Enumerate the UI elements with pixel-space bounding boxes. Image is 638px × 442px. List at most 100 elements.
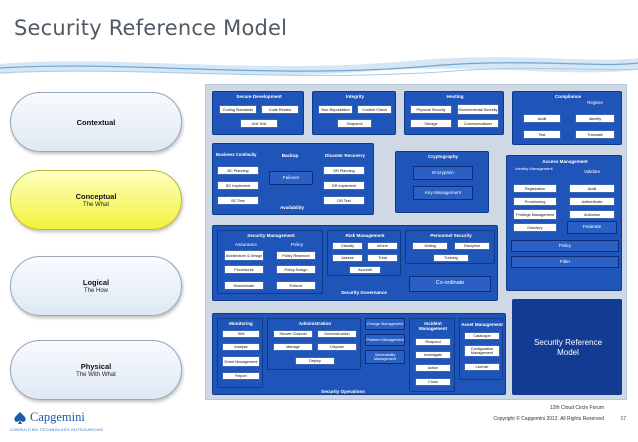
block-title: Security Operations bbox=[321, 389, 365, 394]
layer-subtitle: The How bbox=[83, 288, 108, 294]
layer-subtitle: The With What bbox=[76, 372, 116, 378]
block-title: Access Management bbox=[542, 159, 588, 164]
diagram-item: SIM bbox=[222, 330, 260, 338]
diagram-item: Discipline bbox=[454, 242, 490, 250]
diagram-item: Filter bbox=[511, 256, 619, 268]
diagram-item: DR Test bbox=[323, 196, 365, 205]
block-title: Administration bbox=[298, 321, 332, 326]
logo-wordmark: Capgemini bbox=[30, 410, 85, 424]
logo-tagline: CONSULTING.TECHNOLOGY.OUTSOURCING bbox=[10, 428, 104, 432]
diagram-item: Architecture & Design bbox=[224, 250, 264, 261]
diagram-item: Policy Design bbox=[276, 265, 316, 274]
diagram-item: Deconstruction bbox=[317, 330, 357, 338]
problem-management-box: Problem Management bbox=[365, 334, 405, 346]
diagram-item: Dispose bbox=[317, 343, 357, 351]
diagram-item: Registration bbox=[513, 184, 557, 193]
capgemini-logo: Capgemini CONSULTING.TECHNOLOGY.OUTSOURC… bbox=[10, 409, 110, 439]
layer-conceptual: Conceptual The What bbox=[10, 170, 182, 230]
block-title: Personnel Security bbox=[430, 233, 472, 238]
vulnerability-management-box: Vulnerability Management bbox=[365, 350, 405, 364]
diagram-item: BC Test bbox=[217, 196, 259, 205]
page-title: Security Reference Model bbox=[14, 16, 288, 40]
block-title: Backup bbox=[281, 153, 299, 158]
diagram-item: Encryption bbox=[413, 166, 473, 180]
diagram-item: Code Review bbox=[261, 105, 299, 114]
diagram-item: Configuration Management bbox=[464, 345, 500, 357]
security-operations-block: Monitoring SIM Analyse Event Management … bbox=[212, 313, 506, 395]
personnel-security-block: Personnel Security Vetting Discipline Tr… bbox=[405, 230, 495, 264]
coordinate-box: Co-ordinate bbox=[409, 276, 491, 292]
header-wave-graphic bbox=[0, 57, 638, 76]
diagram-item: Directory bbox=[513, 223, 557, 232]
diagram-item: Enforce bbox=[276, 281, 316, 290]
diagram-item: Unit Test bbox=[240, 119, 278, 128]
layer-title: Conceptual bbox=[75, 192, 117, 201]
diagram-item: Investigate bbox=[415, 351, 451, 359]
diagram-item: BC Planning bbox=[217, 166, 259, 175]
block-title: Hosting bbox=[446, 94, 464, 99]
diagram-item: Disseminate bbox=[224, 281, 264, 290]
layer-logical: Logical The How bbox=[10, 256, 182, 316]
diagram-item: Deploy bbox=[295, 357, 335, 365]
block-title: Cryptography bbox=[427, 154, 459, 159]
block-title: Incident Management bbox=[418, 321, 448, 332]
diagram-item: Communications bbox=[457, 119, 499, 128]
diagram-item: Policy Research bbox=[276, 251, 316, 260]
diagram-item: Action bbox=[415, 364, 451, 372]
diagram-item: Audit bbox=[523, 114, 561, 123]
footer-event: 12th Cloud Circle Forum bbox=[549, 405, 604, 411]
layer-title: Contextual bbox=[76, 117, 116, 127]
diagram-item: Physical Security bbox=[410, 105, 452, 114]
layer-contextual: Contextual bbox=[10, 92, 182, 152]
diagram-item: Key Management bbox=[413, 186, 473, 200]
footer-copyright: Copyright © Capgemini 2012. All Rights R… bbox=[493, 416, 604, 422]
page-number: 17 bbox=[620, 416, 626, 422]
diagram-item: Manage bbox=[273, 343, 313, 351]
incident-management-block: Incident Management Respond Investigate … bbox=[409, 318, 455, 392]
diagram-item: DR Planning bbox=[323, 166, 365, 175]
diagram-item: BC Implement bbox=[217, 181, 259, 190]
diagram-item: Failover bbox=[269, 171, 313, 185]
diagram-item: Respond bbox=[415, 338, 451, 346]
spade-logo-icon bbox=[14, 412, 26, 424]
diagram-item: License bbox=[464, 363, 500, 371]
block-subtitle: Assurance bbox=[235, 242, 257, 247]
diagram-item: Catalogue bbox=[464, 332, 500, 340]
diagram-item: Assess bbox=[332, 254, 363, 262]
diagram-item: Accredit bbox=[349, 266, 381, 274]
block-title: Business Continuity bbox=[216, 152, 257, 157]
diagram-item: Classify bbox=[332, 242, 363, 250]
diagram-item: Training bbox=[433, 254, 469, 262]
diagram-item: Audit bbox=[569, 184, 615, 193]
diagram-item: Policy bbox=[511, 240, 619, 252]
diagram-item: Test bbox=[523, 130, 561, 139]
diagram-item: Privilege Management bbox=[513, 209, 557, 220]
layer-title: Physical bbox=[80, 362, 112, 371]
block-subtitle: Policy bbox=[290, 242, 304, 247]
diagram-item: Secure Channel bbox=[273, 330, 313, 338]
diagram-item: Close bbox=[415, 378, 451, 386]
security-reference-diagram: Secure Development Coding Standards Code… bbox=[205, 84, 627, 400]
block-title: Disaster Recovery bbox=[324, 153, 366, 158]
block-title: Risk Management bbox=[345, 233, 385, 238]
diagram-item: DR Implement bbox=[323, 181, 365, 190]
change-management-box: Change Management bbox=[365, 318, 405, 330]
monitoring-block: Monitoring SIM Analyse Event Management … bbox=[217, 318, 263, 388]
integrity-block: Integrity Non-Repudiation Content Check … bbox=[312, 91, 396, 135]
security-governance-block: Security Management Assurance Policy Arc… bbox=[212, 225, 498, 301]
diagram-item: Vetting bbox=[412, 242, 448, 250]
diagram-item: Event Management bbox=[222, 356, 260, 367]
block-title: Integrity bbox=[345, 94, 365, 99]
diagram-item: Translate bbox=[575, 130, 615, 139]
diagram-item: Storage bbox=[410, 119, 452, 128]
diagram-item: Snapshot bbox=[337, 119, 372, 128]
risk-management-block: Risk Management Classify Inform Assess T… bbox=[327, 230, 401, 276]
block-title: Asset Management bbox=[461, 322, 503, 327]
diagram-item: Inform bbox=[367, 242, 398, 250]
asset-management-block: Asset Management Catalogue Configuration… bbox=[459, 318, 503, 380]
block-title: Monitoring bbox=[229, 321, 253, 326]
layer-title: Logical bbox=[82, 278, 110, 287]
diagram-item: Identify bbox=[575, 114, 615, 123]
diagram-item: Non-Repudiation bbox=[318, 105, 353, 114]
diagram-item: Authorise bbox=[569, 210, 615, 219]
